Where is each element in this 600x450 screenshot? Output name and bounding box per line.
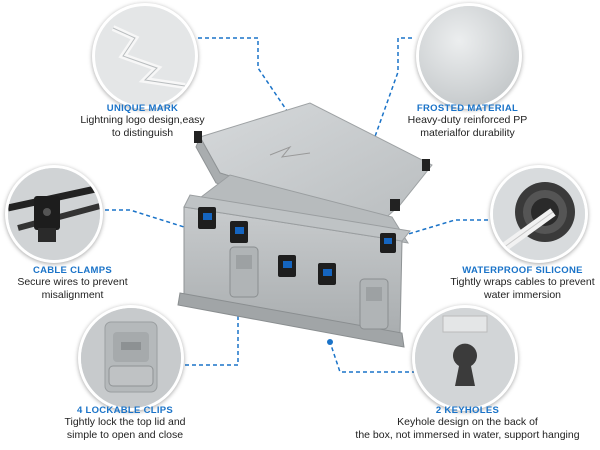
connector-cable-clamps	[98, 209, 201, 233]
connector-clips	[178, 290, 239, 366]
connector-keyholes	[329, 341, 430, 373]
internal-cable-clamps	[198, 207, 396, 285]
cable-clamps-closeup	[5, 165, 103, 263]
lockable-clips-title: 4 LOCKABLE CLIPS	[76, 405, 174, 416]
lock-clip-icon	[81, 308, 181, 408]
keyhole-icon	[415, 308, 515, 408]
connector-waterproof	[394, 219, 488, 239]
cable-clamps-desc-line1: Secure wires to prevent	[17, 276, 128, 288]
unique-mark-desc-line2: to distinguish	[111, 127, 174, 139]
keyholes-desc-line1: Keyhole design on the back of	[397, 416, 538, 428]
frosted-texture-icon	[419, 6, 519, 106]
lockable-clips-desc-line1: Tightly lock the top lid and	[64, 416, 186, 428]
connector-frosted	[371, 37, 412, 146]
waterproof-silicone-desc-line1: Tightly wraps cables to prevent	[450, 276, 595, 288]
lockable-clips-closeup	[78, 305, 184, 411]
cable-clamps-feature: CABLE CLAMPS Secure wires to prevent mis…	[0, 265, 145, 302]
silicone-grommet-icon	[493, 168, 585, 260]
keyholes-desc-line2: the box, not immersed in water, support …	[355, 429, 580, 441]
waterproof-silicone-desc-line2: water immersion	[483, 289, 562, 301]
unique-mark-feature: UNIQUE MARK Lightning logo design,easy t…	[50, 103, 235, 140]
unique-mark-desc-line1: Lightning logo design,easy	[80, 114, 205, 126]
waterproof-silicone-feature: WATERPROOF SILICONE Tightly wraps cables…	[445, 265, 600, 302]
connector-unique-mark	[198, 37, 301, 131]
frosted-material-desc-line2: materialfor durability	[420, 127, 515, 139]
front-lock-clips	[229, 246, 389, 330]
frosted-material-title: FROSTED MATERIAL	[416, 103, 519, 114]
junction-box-product	[177, 102, 433, 348]
frosted-material-closeup	[416, 3, 522, 109]
cable-clamps-desc-line2: misalignment	[41, 289, 104, 301]
unique-mark-closeup	[92, 3, 198, 109]
waterproof-silicone-closeup	[490, 165, 588, 263]
frosted-material-desc-line1: Heavy-duty reinforced PP	[407, 114, 528, 126]
unique-mark-title: UNIQUE MARK	[106, 103, 179, 114]
cable-clamp-icon	[8, 168, 100, 260]
keyholes-closeup	[412, 305, 518, 411]
keyholes-feature: 2 KEYHOLES Keyhole design on the back of…	[340, 405, 595, 442]
waterproof-silicone-title: WATERPROOF SILICONE	[462, 265, 583, 276]
lockable-clips-desc-line2: simple to open and close	[66, 429, 184, 441]
cable-clamps-title: CABLE CLAMPS	[32, 265, 113, 276]
keyholes-title: 2 KEYHOLES	[435, 405, 500, 416]
lightning-logo-icon	[111, 25, 186, 89]
frosted-material-feature: FROSTED MATERIAL Heavy-duty reinforced P…	[380, 103, 555, 140]
lockable-clips-feature: 4 LOCKABLE CLIPS Tightly lock the top li…	[40, 405, 210, 442]
